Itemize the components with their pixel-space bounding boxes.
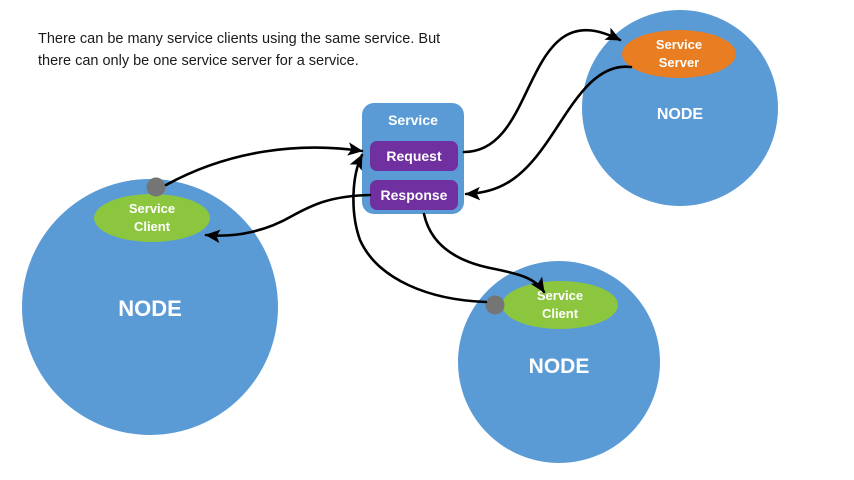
service-client-bottom-label-line1: Service [537, 288, 583, 303]
request-port-label: Request [386, 148, 442, 164]
service-client-bottom-ellipse[interactable] [502, 281, 618, 329]
service-server-label-line2: Server [659, 55, 699, 70]
node-bottom[interactable]: NODE Service Client [458, 261, 660, 463]
service-box[interactable]: Service Request Response [362, 103, 464, 214]
service-box-title: Service [388, 112, 438, 128]
node-top-right-label: NODE [657, 106, 704, 123]
node-left[interactable]: NODE Service Client [22, 177, 278, 436]
service-client-left-label-line2: Client [134, 219, 171, 234]
service-client-left-label-line1: Service [129, 201, 175, 216]
node-top-right[interactable]: NODE Service Server [582, 10, 778, 206]
response-port-box[interactable] [370, 180, 458, 210]
arrow-response-to-left-client [204, 193, 372, 244]
arrow-request-to-server [462, 27, 622, 154]
arrow-bottom-client-to-request [349, 153, 488, 304]
node-bottom-label: NODE [529, 355, 590, 378]
service-server-label-line1: Service [656, 37, 702, 52]
service-client-bottom-port-icon[interactable] [485, 295, 505, 315]
arrow-server-to-response [464, 65, 633, 201]
response-port-label: Response [381, 187, 448, 203]
service-client-left-ellipse[interactable] [94, 194, 210, 242]
arrow-left-client-to-request [164, 142, 364, 187]
service-client-bottom-label-line2: Client [542, 306, 579, 321]
node-left-label: NODE [118, 296, 182, 321]
caption-text: There can be many service clients using … [38, 31, 441, 70]
arrow-response-to-bottom-client [422, 212, 546, 294]
service-client-left-port-icon[interactable] [146, 177, 166, 197]
service-server-ellipse[interactable] [622, 30, 736, 78]
connection-arrows [164, 27, 633, 304]
request-port-box[interactable] [370, 141, 458, 171]
